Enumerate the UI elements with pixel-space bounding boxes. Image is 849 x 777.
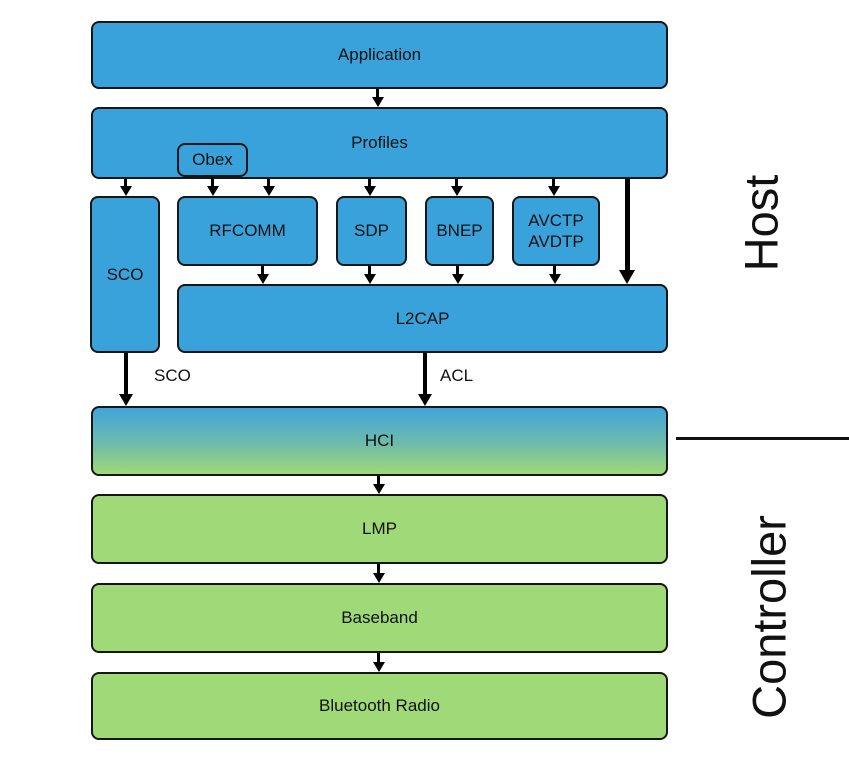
box-sco-label: SCO [106,264,144,284]
arrow-profiles-to-sco [124,179,127,186]
box-bnep-label: BNEP [436,221,483,241]
box-lmp: LMP [91,494,668,564]
box-lmp-label: LMP [362,519,397,539]
box-sdp: SDP [336,196,407,266]
box-bluetooth-radio-label: Bluetooth Radio [319,696,440,716]
arrow-l2cap-to-hci [423,353,427,394]
box-profiles-label: Profiles [351,133,408,153]
box-obex: Obex [177,143,248,177]
arrow-sdp-to-l2cap [368,266,371,274]
box-hci-label: HCI [364,431,395,451]
box-avdtp-label: AVDTP [528,232,584,251]
side-label-host: Host [734,174,788,272]
arrow-application-to-profiles [376,89,379,97]
box-hci: HCI [91,406,668,476]
host-controller-divider [676,437,849,440]
arrow-baseband-to-radio [377,653,380,662]
arrow-bnep-to-l2cap [456,266,459,274]
arrow-hci-to-lmp [377,476,380,484]
box-avctp-avdtp: AVCTP AVDTP [512,196,600,266]
arrow-avctp-to-l2cap [553,266,556,274]
box-baseband-label: Baseband [341,608,418,628]
edge-label-acl: ACL [440,366,474,385]
box-sco: SCO [90,196,160,353]
arrow-profiles-to-sdp [368,179,371,186]
arrow-sco-to-hci [124,353,128,394]
side-label-controller: Controller [742,515,796,719]
arrow-profiles-to-rfcomm [267,179,270,186]
box-l2cap: L2CAP [177,284,668,353]
box-baseband: Baseband [91,583,668,653]
box-sdp-label: SDP [354,221,389,241]
box-avctp-label: AVCTP [528,210,584,230]
arrow-profiles-to-l2cap [625,179,630,270]
arrow-lmp-to-baseband [377,564,380,573]
box-rfcomm-label: RFCOMM [209,221,286,241]
arrow-profiles-to-avctp [552,179,555,186]
box-bluetooth-radio: Bluetooth Radio [91,672,668,740]
arrow-rfcomm-to-l2cap [261,266,264,274]
box-application: Application [91,21,668,89]
arrow-obex-to-rfcomm [211,177,214,186]
box-obex-label: Obex [192,150,233,170]
box-l2cap-label: L2CAP [395,308,450,328]
box-bnep: BNEP [425,196,494,266]
edge-label-sco: SCO [154,366,191,385]
box-rfcomm: RFCOMM [177,196,318,266]
arrow-profiles-to-bnep [455,179,458,186]
box-application-label: Application [337,45,422,65]
